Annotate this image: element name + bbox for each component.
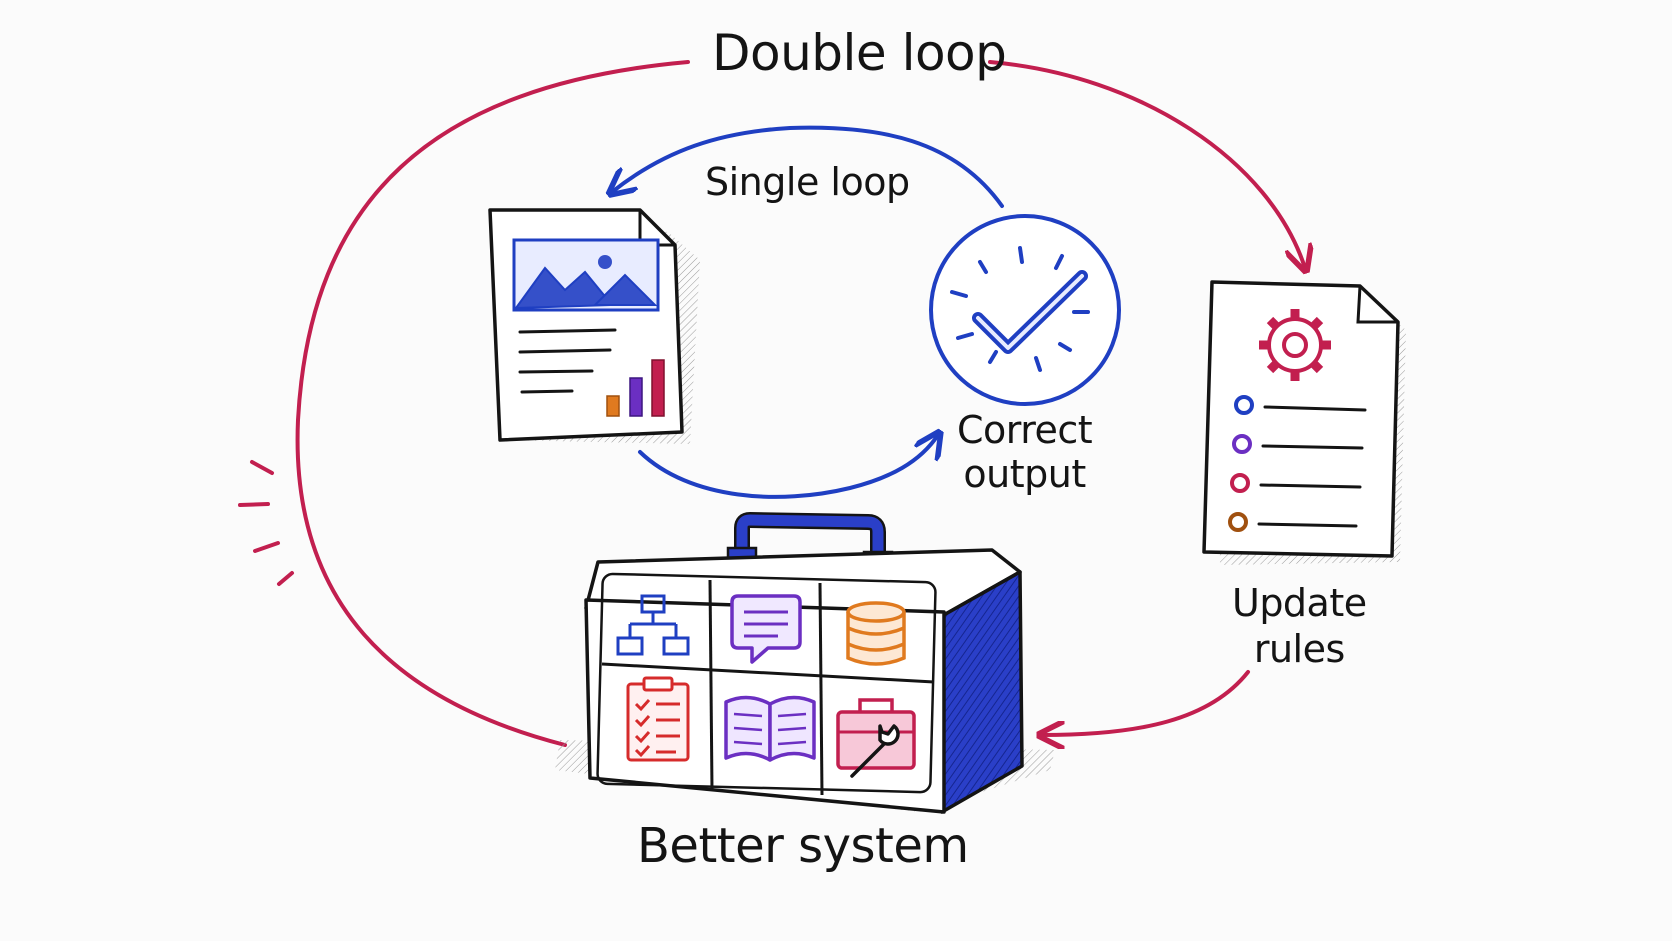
chat-bubble-icon	[730, 594, 802, 664]
single-loop-arrow-bottom	[638, 435, 938, 499]
single-loop-arrow-top	[612, 125, 1004, 208]
rules-document-icon	[1202, 280, 1406, 565]
better-system-label: Better system	[637, 818, 969, 874]
toolbox-icon	[555, 512, 1055, 814]
double-loop-arrow-bottom-right	[1042, 670, 1250, 735]
checklist-icon	[626, 676, 690, 762]
checkmark-circle-icon	[929, 214, 1121, 406]
flowchart-icon	[616, 594, 690, 656]
wrench-toolbox-icon	[836, 698, 916, 778]
correct-output-line2: output	[963, 452, 1086, 496]
report-document-icon	[488, 208, 700, 444]
gear-icon	[1259, 309, 1331, 381]
correct-output-label: Correct output	[957, 408, 1093, 496]
update-rules-line2: rules	[1253, 627, 1345, 671]
update-rules-line1: Update	[1232, 581, 1367, 625]
double-loop-label: Double loop	[712, 24, 1007, 82]
motion-marks	[238, 460, 294, 586]
update-rules-label: Update rules	[1232, 580, 1367, 672]
book-icon	[724, 695, 816, 762]
double-loop-arrow-top-right	[988, 60, 1305, 268]
database-icon	[846, 601, 906, 666]
single-loop-label: Single loop	[705, 160, 910, 204]
correct-output-line1: Correct	[957, 408, 1093, 452]
double-loop-arrow-left	[295, 60, 690, 747]
